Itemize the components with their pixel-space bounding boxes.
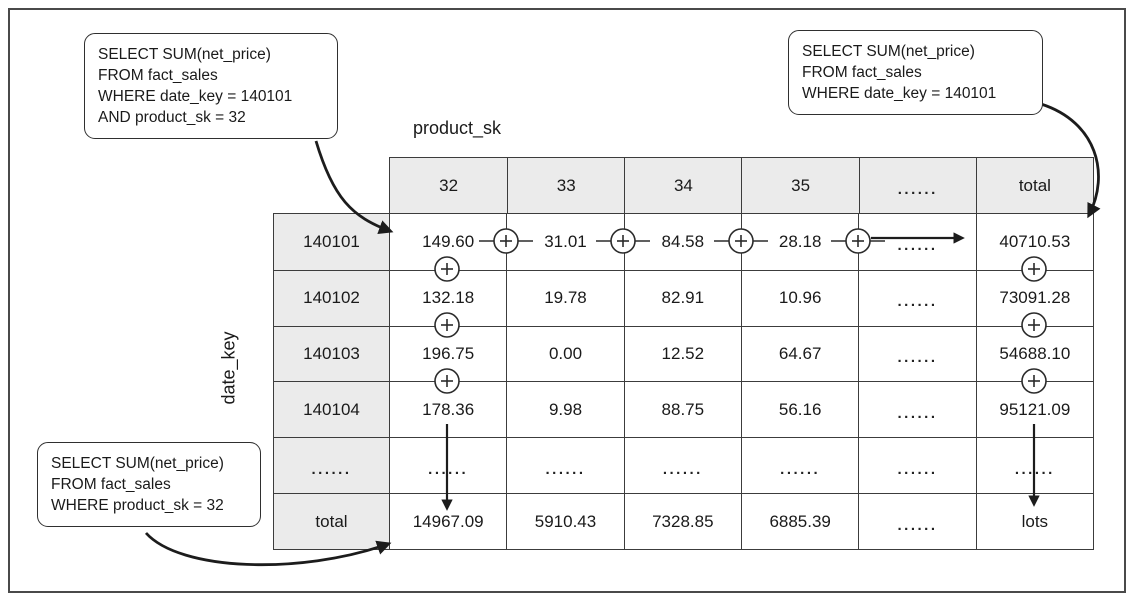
value-cell: 40710.53 <box>975 214 1093 270</box>
value-cell: 196.75 <box>389 325 507 382</box>
value-cell: ...... <box>858 214 975 270</box>
value-cell: ...... <box>858 381 976 438</box>
sql-line: SELECT SUM(net_price) <box>51 455 224 472</box>
sql-line: WHERE date_key = 140101 <box>98 88 293 105</box>
column-header: ...... <box>858 158 976 214</box>
row-label: 140102 <box>274 269 389 326</box>
sql-callout-column-total-query: SELECT SUM(net_price) FROM fact_sales WH… <box>37 442 261 527</box>
value-cell: 19.78 <box>506 269 624 326</box>
value-cell: ...... <box>741 437 859 494</box>
row-label: 140101 <box>274 214 389 270</box>
value-cell: 56.16 <box>741 381 859 438</box>
column-header: 35 <box>741 158 859 214</box>
value-cell: 0.00 <box>506 325 624 382</box>
value-cell: 178.36 <box>389 381 507 438</box>
value-cell: ...... <box>858 325 976 382</box>
value-cell: lots <box>975 493 1093 549</box>
sql-line: FROM fact_sales <box>802 64 922 81</box>
sql-callout-cell-query: SELECT SUM(net_price) FROM fact_sales WH… <box>84 33 338 139</box>
row-label: 140103 <box>274 325 389 382</box>
value-cell: 5910.43 <box>506 493 624 549</box>
sql-line: WHERE date_key = 140101 <box>802 85 997 102</box>
value-cell: 31.01 <box>506 214 623 270</box>
value-cell: 10.96 <box>741 269 859 326</box>
value-cell: 12.52 <box>623 325 741 382</box>
value-cell: 9.98 <box>506 381 624 438</box>
value-cell: 73091.28 <box>975 269 1093 326</box>
value-cell: 14967.09 <box>389 493 507 549</box>
value-cell: ...... <box>506 437 624 494</box>
sql-line: AND product_sk = 32 <box>98 109 246 126</box>
row-label: 140104 <box>274 381 389 438</box>
value-cell: 82.91 <box>623 269 741 326</box>
column-header: 34 <box>624 158 742 214</box>
value-cell: 88.75 <box>623 381 741 438</box>
column-axis-label: product_sk <box>412 118 502 138</box>
sql-line: SELECT SUM(net_price) <box>802 43 975 60</box>
value-cell: 7328.85 <box>623 493 741 549</box>
value-cell: ...... <box>975 437 1093 494</box>
sql-callout-row-total-query: SELECT SUM(net_price) FROM fact_sales WH… <box>788 30 1043 115</box>
value-cell: 6885.39 <box>741 493 859 549</box>
value-cell: ...... <box>623 437 741 494</box>
column-header: 32 <box>390 158 508 214</box>
sql-line: WHERE product_sk = 32 <box>51 497 224 514</box>
value-cell: 28.18 <box>741 214 858 270</box>
value-cell: ...... <box>858 269 976 326</box>
row-label: total <box>274 493 389 549</box>
value-cell: 149.60 <box>389 214 506 270</box>
column-header: 33 <box>507 158 625 214</box>
column-header: total <box>975 158 1093 214</box>
value-cell: ...... <box>858 493 976 549</box>
value-cell: 54688.10 <box>975 325 1093 382</box>
figure-border <box>8 8 1126 593</box>
sql-line: FROM fact_sales <box>51 476 171 493</box>
value-cell: 95121.09 <box>975 381 1093 438</box>
row-axis-label: date_key <box>218 331 239 405</box>
value-cell: ...... <box>389 437 507 494</box>
sql-line: FROM fact_sales <box>98 67 218 84</box>
value-cell: 84.58 <box>623 214 741 270</box>
value-cell: 132.18 <box>389 269 507 326</box>
value-cell: ...... <box>858 437 976 494</box>
sql-line: SELECT SUM(net_price) <box>98 46 271 63</box>
row-label: ...... <box>274 437 389 494</box>
value-cell: 64.67 <box>741 325 859 382</box>
